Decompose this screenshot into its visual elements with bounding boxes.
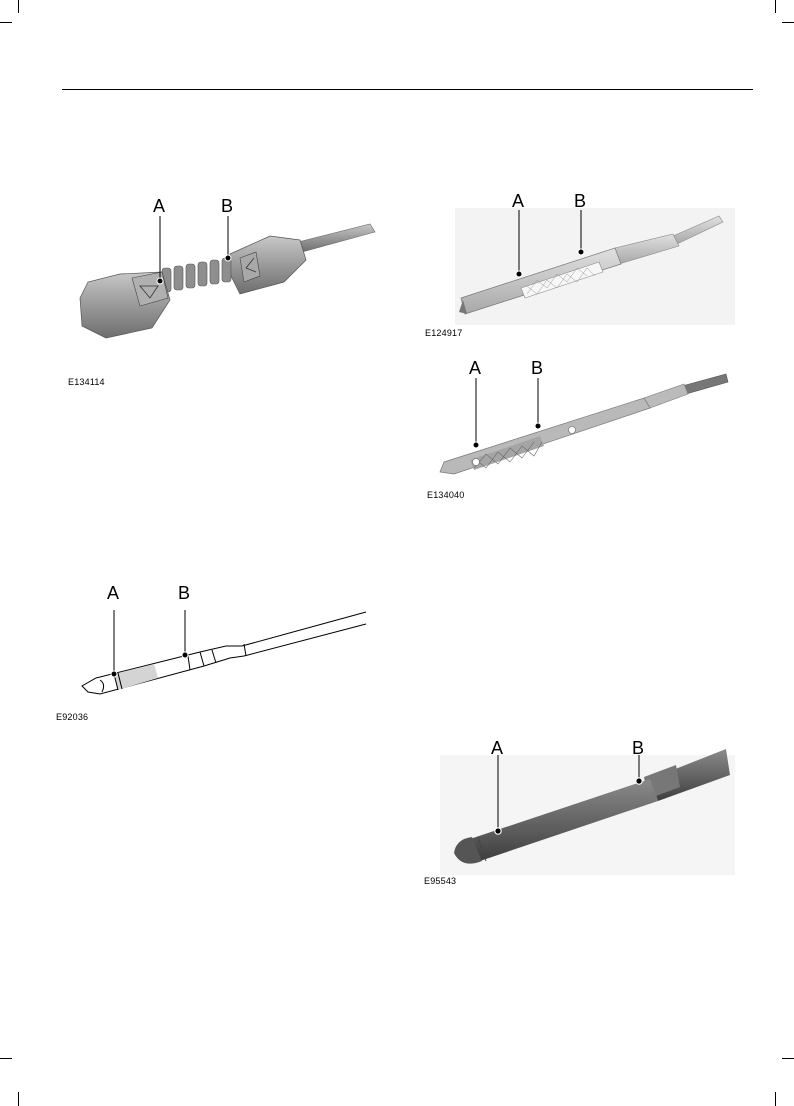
crop-mark-top-right-h bbox=[782, 22, 794, 23]
figure-code-e124917: E124917 bbox=[425, 328, 462, 338]
label-a: A bbox=[469, 358, 481, 378]
dipstick-illustration-3: A B bbox=[430, 356, 735, 486]
label-a: A bbox=[107, 583, 119, 603]
label-b: B bbox=[178, 583, 190, 603]
crop-mark-bottom-left-h bbox=[0, 1058, 12, 1059]
figure-e134114: A B bbox=[70, 190, 390, 360]
label-a: A bbox=[491, 738, 503, 758]
figure-code-e95543: E95543 bbox=[424, 876, 456, 886]
figure-e92036: A B bbox=[70, 580, 370, 710]
crop-mark-bottom-left-v bbox=[18, 1092, 19, 1106]
dipstick-illustration-1: A B bbox=[70, 190, 390, 360]
crop-mark-top-right-v bbox=[775, 0, 776, 13]
label-b: B bbox=[221, 196, 233, 216]
label-b: B bbox=[632, 738, 644, 758]
label-b: B bbox=[574, 191, 586, 211]
figure-e124917: A B bbox=[455, 190, 735, 325]
crop-mark-top-left-h bbox=[0, 22, 12, 23]
dipstick-illustration-2: A B bbox=[455, 190, 735, 325]
crop-mark-bottom-right-v bbox=[775, 1092, 776, 1106]
dipstick-illustration-5: A B bbox=[440, 735, 735, 875]
label-a: A bbox=[153, 196, 165, 216]
figure-code-e134114: E134114 bbox=[68, 377, 105, 387]
figure-e95543: A B bbox=[440, 735, 735, 875]
crop-mark-top-left-v bbox=[18, 0, 19, 13]
label-b: B bbox=[531, 358, 543, 378]
figure-code-e92036: E92036 bbox=[56, 712, 88, 722]
dipstick-illustration-4: A B bbox=[70, 580, 370, 710]
label-a: A bbox=[512, 191, 524, 211]
figure-code-e134040: E134040 bbox=[427, 490, 464, 500]
header-rule bbox=[62, 89, 753, 90]
crop-mark-bottom-right-h bbox=[782, 1058, 794, 1059]
figure-e134040: A B bbox=[430, 356, 735, 486]
